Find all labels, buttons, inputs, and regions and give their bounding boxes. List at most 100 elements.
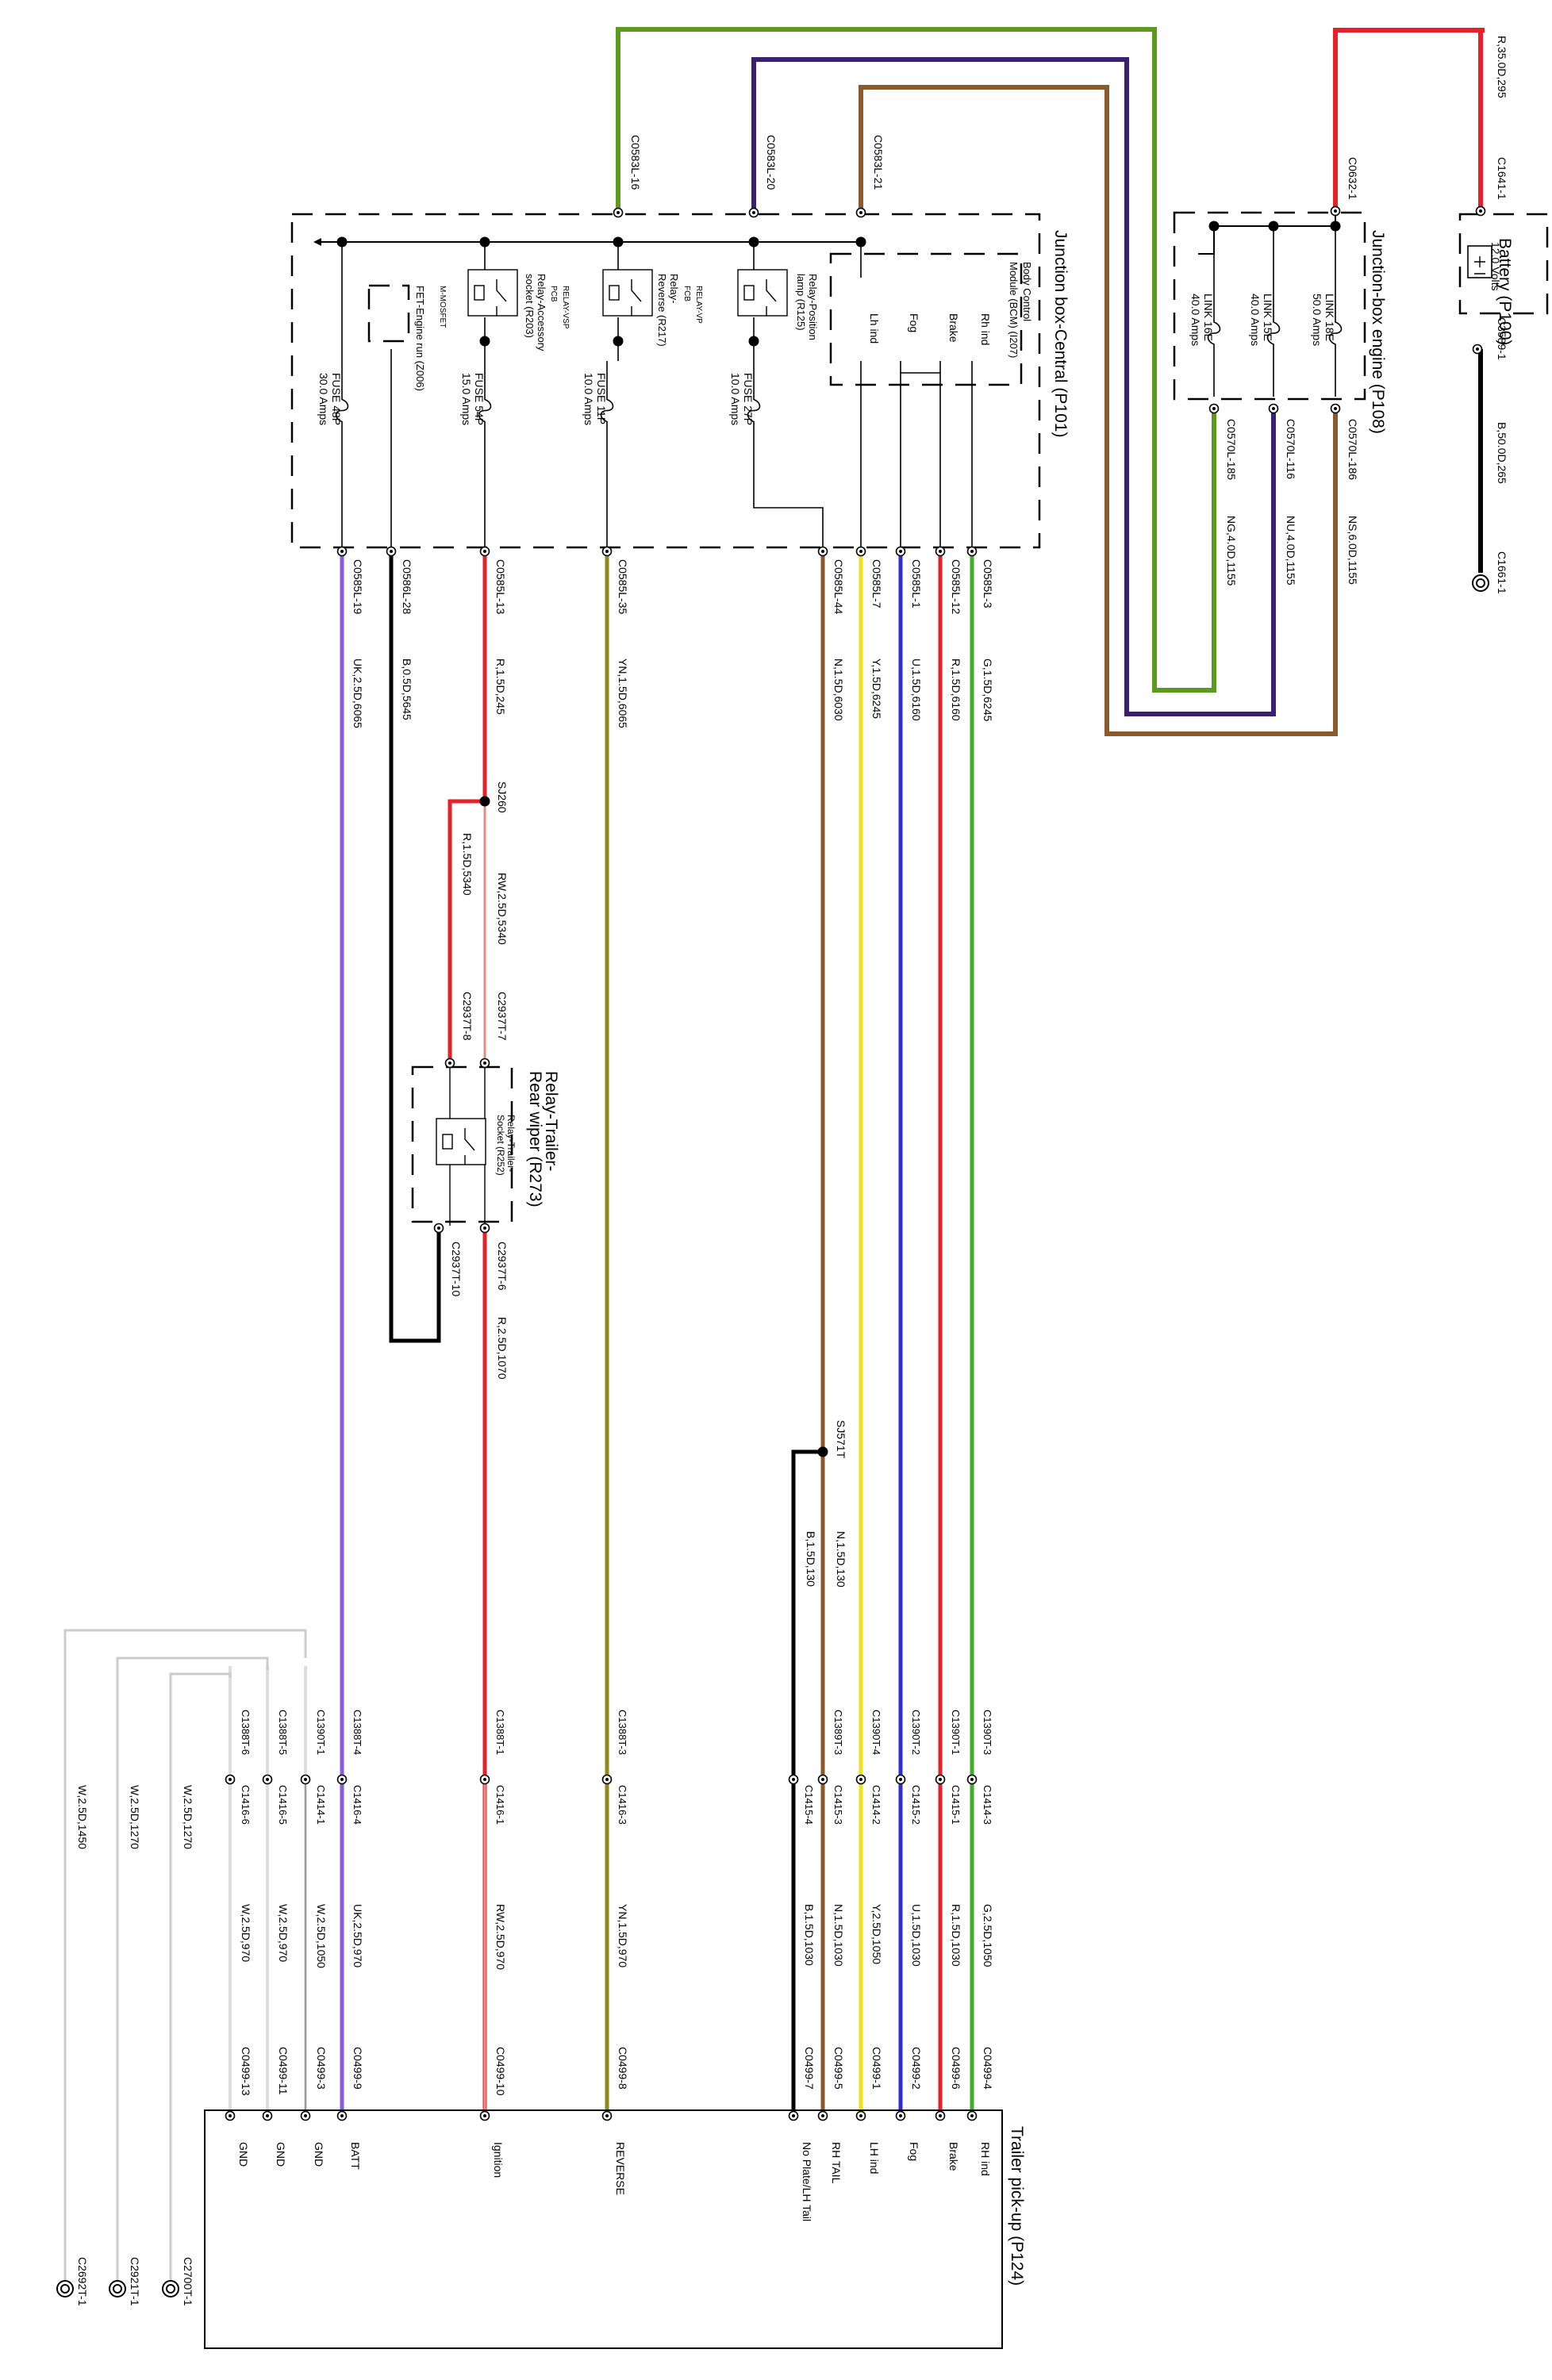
pin-batt-neg-center	[1476, 347, 1479, 351]
trailer-pickup-title: Trailer pick-up (P124)	[1008, 2126, 1026, 2286]
relay-position-icon	[737, 269, 788, 317]
wire-code-trailer-7: RW,2.5D,970	[494, 1904, 507, 1970]
junction-central-title: Junction box-Central (P101)	[1051, 230, 1070, 437]
relay-trailer-leads	[449, 1067, 486, 1226]
conn-cent-out-8: C0585L-19	[352, 559, 364, 614]
pin-trailer-5-center	[792, 2114, 795, 2117]
pins-layer	[56, 205, 1489, 2297]
conn-trailer-pin-5: C0499-7	[803, 2047, 816, 2090]
wire-code-eng-c: NG,4.0D,1155	[1225, 516, 1238, 586]
bcm-output-0: Rh ind	[979, 313, 992, 345]
fuse-rating-fuse48p: 30.0 Amps	[317, 373, 330, 425]
conn-trailer-pin-3: C0499-1	[870, 2047, 883, 2090]
conn-cent-out-7: C0586L-28	[401, 559, 413, 614]
pin-central-out-3-center	[859, 550, 862, 553]
battery-box	[1458, 213, 1549, 315]
pin-trailer-8-center	[340, 2114, 344, 2117]
conn-cent-out-3: C0585L-7	[870, 559, 883, 608]
pin-trailer-7-center	[483, 2114, 486, 2117]
trailer-pickup-box	[204, 2109, 1003, 2349]
conn-trailer-pin-9: C0499-3	[315, 2047, 328, 2090]
pin-trailer-1-center	[939, 2114, 942, 2117]
wire-code-trailer-2: U,1.5D,1030	[910, 1904, 923, 1967]
pin-mid-10-center	[266, 1778, 269, 1781]
fuse-name-fuse48p: FUSE 48P	[330, 373, 343, 425]
wire-code-trailer-11: W,2.5D,970	[240, 1904, 252, 1962]
bcm-leads	[860, 361, 973, 547]
battery-title: Battery (P100)	[1496, 238, 1514, 345]
conn-mid-right-10: C1416-5	[277, 1785, 289, 1825]
conn-relay-out-10: C2937T-10	[450, 1242, 463, 1296]
trailer-function-0: RH ind	[979, 2142, 992, 2176]
wire-engine-out-a	[859, 85, 1338, 736]
wire-code-out-4: N,1.5D,6030	[832, 658, 845, 721]
trailer-function-1: Brake	[947, 2142, 960, 2171]
fuse-27p-icon	[747, 361, 761, 460]
wire-code-relay-b: R,1.5D,5340	[461, 833, 474, 896]
splice-sj571t-label: SJ571T	[835, 1420, 847, 1459]
ground-bottom-2-icon-inner	[113, 2284, 122, 2294]
relay-trailer-icon-coil	[442, 1134, 453, 1150]
relay-trailer-icon	[436, 1118, 486, 1165]
relay-position-icon-switch	[766, 279, 777, 316]
trailer-function-3: LH ind	[868, 2142, 881, 2174]
wire-code-trailer-3: Y,2.5D,1050	[870, 1904, 883, 1964]
conn-trailer-pin-11: C0499-13	[240, 2047, 252, 2096]
relay-reverse-icon-coil	[609, 285, 620, 301]
pin-relay-in-7-center	[483, 1061, 486, 1065]
conn-mid-left-2: C1390T-2	[910, 1710, 922, 1755]
fet-label: FET-Engine run (Z006)	[414, 286, 426, 391]
relay-trailer-icon-switch	[464, 1128, 475, 1165]
relay-position-line1: Relay-Position	[807, 274, 819, 340]
ground-bottom-1-icon-inner	[166, 2284, 175, 2294]
pin-trailer-10-center	[266, 2114, 269, 2117]
bus-node-rev	[613, 236, 624, 248]
conn-eng-out-a: C0570L-186	[1346, 419, 1359, 480]
pin-mid-4-center	[821, 1778, 824, 1781]
conn-mid-left-0: C1390T-3	[982, 1710, 993, 1755]
bus-drops	[341, 242, 862, 361]
conn-trailer-pin-2: C0499-2	[910, 2047, 923, 2090]
wire-code-ground-0: W,2.5D,1270	[182, 1785, 194, 1849]
conn-ground-bottom-2: C2692T-1	[76, 2257, 89, 2306]
conn-relay-out-6: C2937T-6	[496, 1242, 509, 1291]
pin-mid-7-center	[483, 1778, 486, 1781]
fuse-name-fuse54p: FUSE 54P	[473, 373, 486, 425]
conn-batt-neg: C3589-1	[1496, 317, 1508, 360]
wire-code-eng-b: NU,4.0D,1155	[1285, 516, 1297, 585]
busbar-arrow-icon	[313, 238, 321, 246]
wire-code-trailer-8: UK,2.5D,970	[352, 1904, 364, 1967]
relay-acc-node	[479, 336, 490, 347]
wire-code-trailer-10: W,2.5D,970	[277, 1904, 290, 1962]
junction-central-box	[290, 213, 1041, 549]
junction-engine-box	[1173, 211, 1366, 401]
pin-trailer-4-center	[821, 2114, 824, 2117]
fuse-rating-link16e: 40.0 Amps	[1189, 294, 1202, 346]
conn-mid-left-10: C1388T-6	[240, 1710, 252, 1755]
battery-voltage: 12.0 Volts	[1489, 242, 1502, 291]
pin-trailer-9-center	[304, 2114, 307, 2117]
pin-mid-8-center	[340, 1778, 344, 1781]
conn-mid-left-4: C1389T-3	[832, 1710, 844, 1755]
conn-mid-left-3: C1390T-4	[870, 1710, 882, 1755]
wire-gnd-loop-b	[116, 1656, 269, 2289]
pin-central-out-7-center	[390, 550, 393, 553]
conn-mid-right-3: C1414-2	[870, 1785, 882, 1825]
conn-cent-out-0: C0585L-3	[982, 559, 994, 608]
trailer-function-4: RH TAIL	[830, 2142, 843, 2184]
pin-batt-pos-center	[1479, 209, 1482, 213]
conn-mid-right-8: C1416-4	[352, 1785, 363, 1825]
wire-code-out-5: YN,1.5D,6065	[617, 658, 629, 728]
conn-mid-left-5: C1388T-3	[617, 1710, 628, 1755]
conn-mid-right-2: C1415-2	[910, 1785, 922, 1825]
conn-cent-out-5: C0585L-35	[617, 559, 629, 614]
relay-accessory-icon-switch	[496, 279, 507, 316]
wire-code-trailer-6: YN,1.5D,970	[617, 1904, 629, 1967]
wire-code-batt-pos: R,35.0D,295	[1496, 36, 1508, 98]
conn-relay-in-7: C2937T-7	[496, 992, 509, 1041]
pin-mid-6-center	[605, 1778, 609, 1781]
wire-code-ground-2: W,2.5D,1450	[76, 1785, 89, 1849]
trailer-function-5: No Plate/LH Tail	[801, 2142, 813, 2221]
engine-busbar	[1198, 214, 1336, 255]
pin-c21-center	[859, 211, 862, 214]
